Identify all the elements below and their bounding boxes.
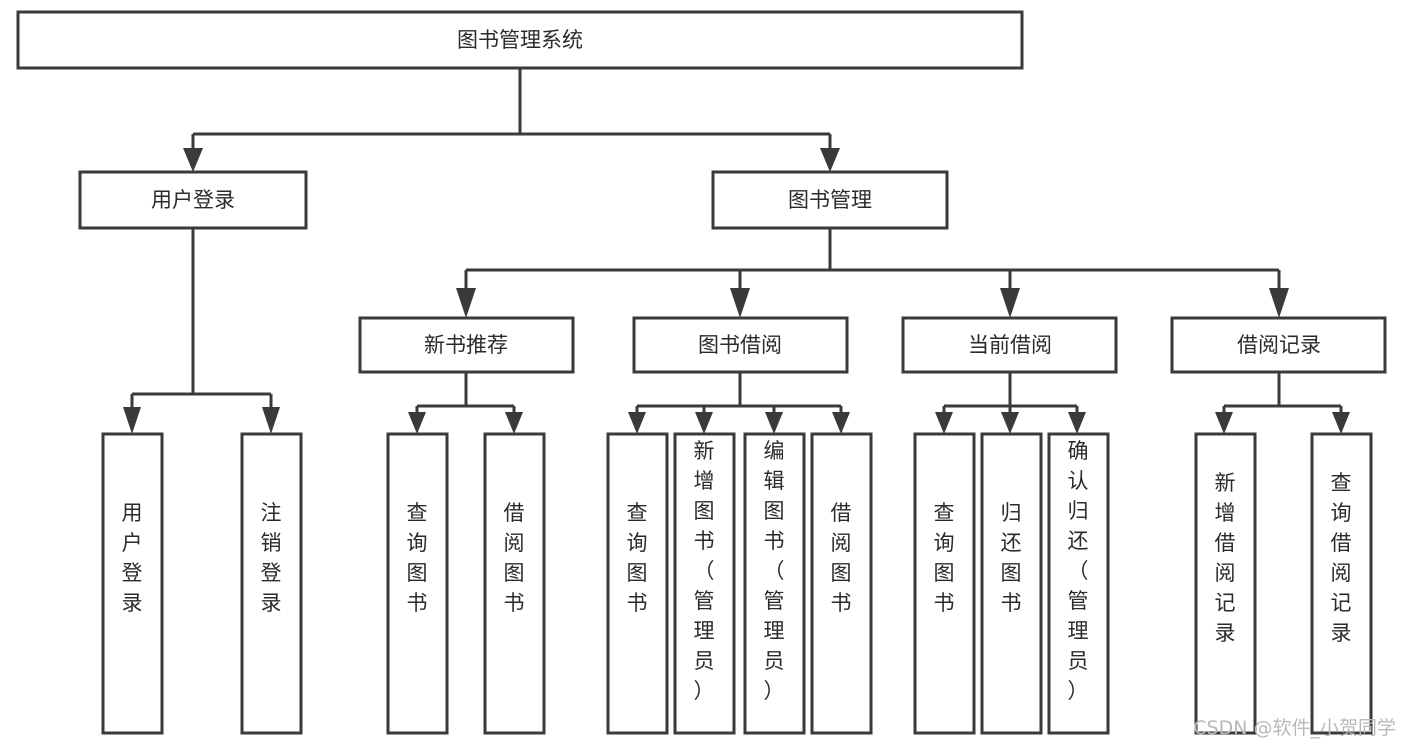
node-leaf-query-book-1-label: 查询图书	[407, 501, 428, 615]
node-current-borrow[interactable]: 当前借阅	[901, 316, 1118, 374]
node-root-box[interactable]	[16, 10, 1024, 70]
node-leaf-borrow-book-1-label: 借阅图书	[504, 501, 525, 615]
node-book-manage[interactable]: 图书管理	[711, 170, 949, 230]
node-leaf-add-book[interactable]: 新增图书（管理员）	[673, 432, 736, 735]
node-book-borrow-box[interactable]	[632, 316, 849, 374]
node-leaf-add-record[interactable]: 新增借阅记录	[1194, 432, 1257, 735]
node-new-book-recommend[interactable]: 新书推荐	[358, 316, 575, 374]
node-leaf-query-book-3-box[interactable]	[913, 432, 976, 735]
node-leaf-query-book-3[interactable]: 查询图书	[913, 432, 976, 735]
arrow-leaf-borrow-book-2	[832, 412, 850, 434]
node-leaf-confirm-return[interactable]: 确认归还（管理员）	[1047, 432, 1110, 735]
csdn-watermark: CSDN @软件_小贺同学	[1193, 717, 1396, 739]
arrow-to-book-borrow	[730, 288, 750, 318]
arrow-leaf-confirm-return	[1068, 412, 1086, 434]
node-leaf-borrow-book-1-box[interactable]	[483, 432, 546, 735]
arrow-leaf-return-book	[1001, 412, 1019, 434]
node-leaf-edit-book[interactable]: 编辑图书（管理员）	[743, 432, 806, 735]
connector-layer	[123, 68, 1350, 434]
arrow-leaf-user-logout	[262, 407, 280, 434]
arrow-leaf-user-login	[123, 407, 141, 434]
node-book-manage-label: 图书管理	[788, 188, 872, 212]
node-leaf-user-logout-box[interactable]	[240, 432, 303, 735]
node-leaf-confirm-return-box[interactable]	[1047, 432, 1110, 735]
node-leaf-user-login[interactable]: 用户登录	[101, 432, 164, 735]
node-leaf-borrow-book-1[interactable]: 借阅图书	[483, 432, 546, 735]
node-leaf-user-logout[interactable]: 注销登录	[240, 432, 303, 735]
node-root[interactable]: 图书管理系统	[16, 10, 1024, 70]
node-leaf-query-book-2[interactable]: 查询图书	[606, 432, 669, 735]
node-leaf-query-record-label: 查询借阅记录	[1331, 471, 1352, 645]
arrow-to-book-manage	[820, 148, 840, 172]
node-leaf-query-book-2-label: 查询图书	[627, 501, 648, 615]
arrow-to-borrow-record	[1269, 288, 1289, 318]
node-leaf-query-book-1[interactable]: 查询图书	[386, 432, 449, 735]
arrow-leaf-query-book-1	[408, 412, 426, 434]
arrow-leaf-borrow-book-1	[505, 412, 523, 434]
arrow-leaf-query-book-3	[935, 412, 953, 434]
node-current-borrow-box[interactable]	[901, 316, 1118, 374]
node-leaf-add-record-label: 新增借阅记录	[1215, 471, 1236, 645]
node-book-manage-box[interactable]	[711, 170, 949, 230]
node-current-borrow-label: 当前借阅	[968, 333, 1052, 357]
node-new-book-recommend-box[interactable]	[358, 316, 575, 374]
node-leaf-edit-book-label: 编辑图书（管理员）	[764, 439, 785, 703]
node-leaf-add-book-label: 新增图书（管理员）	[694, 439, 715, 703]
node-new-book-recommend-label: 新书推荐	[424, 333, 508, 357]
node-leaf-confirm-return-label: 确认归还（管理员）	[1068, 439, 1089, 703]
node-leaf-borrow-book-2-box[interactable]	[810, 432, 873, 735]
node-leaf-edit-book-box[interactable]	[743, 432, 806, 735]
node-leaf-user-login-label: 用户登录	[122, 501, 143, 615]
node-leaf-return-book-box[interactable]	[980, 432, 1043, 735]
arrow-leaf-add-book	[695, 412, 713, 434]
node-user-login[interactable]: 用户登录	[78, 170, 308, 230]
node-user-login-box[interactable]	[78, 170, 308, 230]
arrow-to-current-borrow	[1000, 288, 1020, 318]
node-borrow-record[interactable]: 借阅记录	[1170, 316, 1387, 374]
node-leaf-borrow-book-2-label: 借阅图书	[831, 501, 852, 615]
node-root-label: 图书管理系统	[457, 28, 583, 52]
node-leaf-user-logout-label: 注销登录	[261, 501, 282, 615]
node-leaf-query-record[interactable]: 查询借阅记录	[1310, 432, 1373, 735]
node-user-login-label: 用户登录	[151, 188, 235, 212]
node-leaf-add-book-box[interactable]	[673, 432, 736, 735]
node-leaf-query-book-1-box[interactable]	[386, 432, 449, 735]
arrow-to-user-login	[183, 148, 203, 172]
node-leaf-return-book[interactable]: 归还图书	[980, 432, 1043, 735]
arrow-to-new-book-recommend	[456, 288, 476, 318]
node-borrow-record-box[interactable]	[1170, 316, 1387, 374]
node-leaf-query-record-box[interactable]	[1310, 432, 1373, 735]
node-leaf-add-record-box[interactable]	[1194, 432, 1257, 735]
node-leaf-return-book-label: 归还图书	[1001, 501, 1022, 615]
arrow-leaf-query-record	[1332, 412, 1350, 434]
arrow-leaf-add-record	[1215, 412, 1233, 434]
arrow-leaf-edit-book	[765, 412, 783, 434]
node-leaf-borrow-book-2[interactable]: 借阅图书	[810, 432, 873, 735]
node-book-borrow-label: 图书借阅	[698, 333, 782, 357]
arrow-leaf-query-book-2	[628, 412, 646, 434]
node-borrow-record-label: 借阅记录	[1237, 333, 1321, 357]
node-book-borrow[interactable]: 图书借阅	[632, 316, 849, 374]
node-leaf-query-book-2-box[interactable]	[606, 432, 669, 735]
node-leaf-query-book-3-label: 查询图书	[934, 501, 955, 615]
node-leaf-user-login-box[interactable]	[101, 432, 164, 735]
